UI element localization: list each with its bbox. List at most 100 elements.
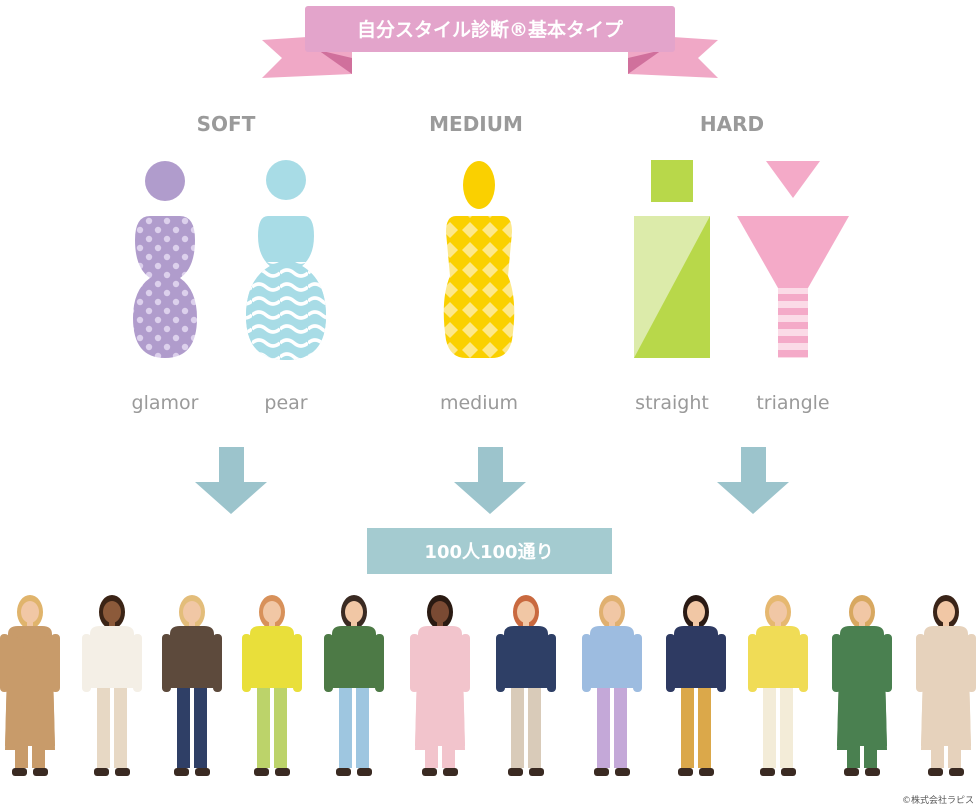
person-shoe-right [615,768,630,776]
arrow-down-hard [717,447,789,514]
result-band-box [367,528,612,574]
type-label-medium: medium [440,392,518,414]
person-shoe-right [865,768,880,776]
person-figure [324,595,384,776]
person-head [345,601,363,623]
person-shoe-right [699,768,714,776]
person-coat [921,634,971,750]
glamor-body [133,216,197,358]
person-figure [916,595,976,776]
arrow-down-soft [195,447,267,514]
person-figure [162,595,222,776]
people-illustrations [0,595,976,776]
person-neck [437,620,443,628]
person-head [687,601,705,623]
person-shoe-left [94,768,109,776]
person-leg-left [97,688,110,768]
person-top [587,626,637,688]
person-top [247,626,297,688]
person-leg-right [274,688,287,768]
person-shoe-left [254,768,269,776]
person-leg-right [114,688,127,768]
person-head [183,601,201,623]
person-shoe-left [678,768,693,776]
person-coat [415,634,465,750]
person-shoe-left [12,768,27,776]
person-leg-right [356,688,369,768]
person-neck [859,620,865,628]
pear-body-bottom [246,262,326,360]
person-leg-left [763,688,776,768]
person-arm-left [0,634,9,692]
flow-arrows [195,447,789,514]
person-arm-right [461,634,470,692]
triangle-body-bottom [778,288,808,358]
medium-head [463,161,495,209]
person-coat [5,634,55,750]
person-shoe-left [336,768,351,776]
person-shoe-right [357,768,372,776]
person-arm-left [324,634,333,692]
person-top [329,626,379,688]
person-arm-left [582,634,591,692]
person-head [21,601,39,623]
person-shoe-right [275,768,290,776]
triangle-head [766,161,820,198]
person-head [603,601,621,623]
person-arm-right [717,634,726,692]
person-head [769,601,787,623]
group-label-soft: SOFT [197,112,256,136]
copyright-text: ©株式会社ラピス [902,794,974,806]
person-arm-right [375,634,384,692]
person-figure [82,595,142,776]
person-shoe-left [760,768,775,776]
body-shape-pear [246,160,326,360]
medium-body [443,216,515,358]
person-figure [242,595,302,776]
person-arm-left [410,634,419,692]
person-head [853,601,871,623]
person-shoe-left [594,768,609,776]
person-head [431,601,449,623]
person-figure [496,595,556,776]
arrow-down-medium [454,447,526,514]
straight-head [651,160,693,202]
person-arm-right [293,634,302,692]
person-leg-left [597,688,610,768]
type-label-glamor: glamor [132,392,199,414]
person-head [263,601,281,623]
person-arm-right [213,634,222,692]
person-figure [0,595,60,776]
person-neck [189,620,195,628]
person-leg-left [339,688,352,768]
person-figure [748,595,808,776]
person-neck [269,620,275,628]
person-arm-left [162,634,171,692]
person-arm-left [832,634,841,692]
person-head [517,601,535,623]
person-leg-right [614,688,627,768]
person-figure [832,595,892,776]
person-shoe-right [443,768,458,776]
person-arm-right [799,634,808,692]
person-leg-left [681,688,694,768]
person-head [937,601,955,623]
person-leg-right [698,688,711,768]
type-label-straight: straight [635,392,709,414]
person-arm-right [133,634,142,692]
type-label-triangle: triangle [756,392,829,414]
type-label-pear: pear [264,392,307,414]
group-label-medium: MEDIUM [429,112,523,136]
group-label-hard: HARD [700,112,764,136]
person-top [501,626,551,688]
person-neck [351,620,357,628]
pear-head [266,160,306,200]
body-shape-medium [443,161,515,358]
person-arm-left [916,634,925,692]
person-figure [666,595,726,776]
person-top [753,626,803,688]
person-leg-left [177,688,190,768]
title-banner: 自分スタイル診断®基本タイプ [262,6,718,78]
person-arm-right [51,634,60,692]
